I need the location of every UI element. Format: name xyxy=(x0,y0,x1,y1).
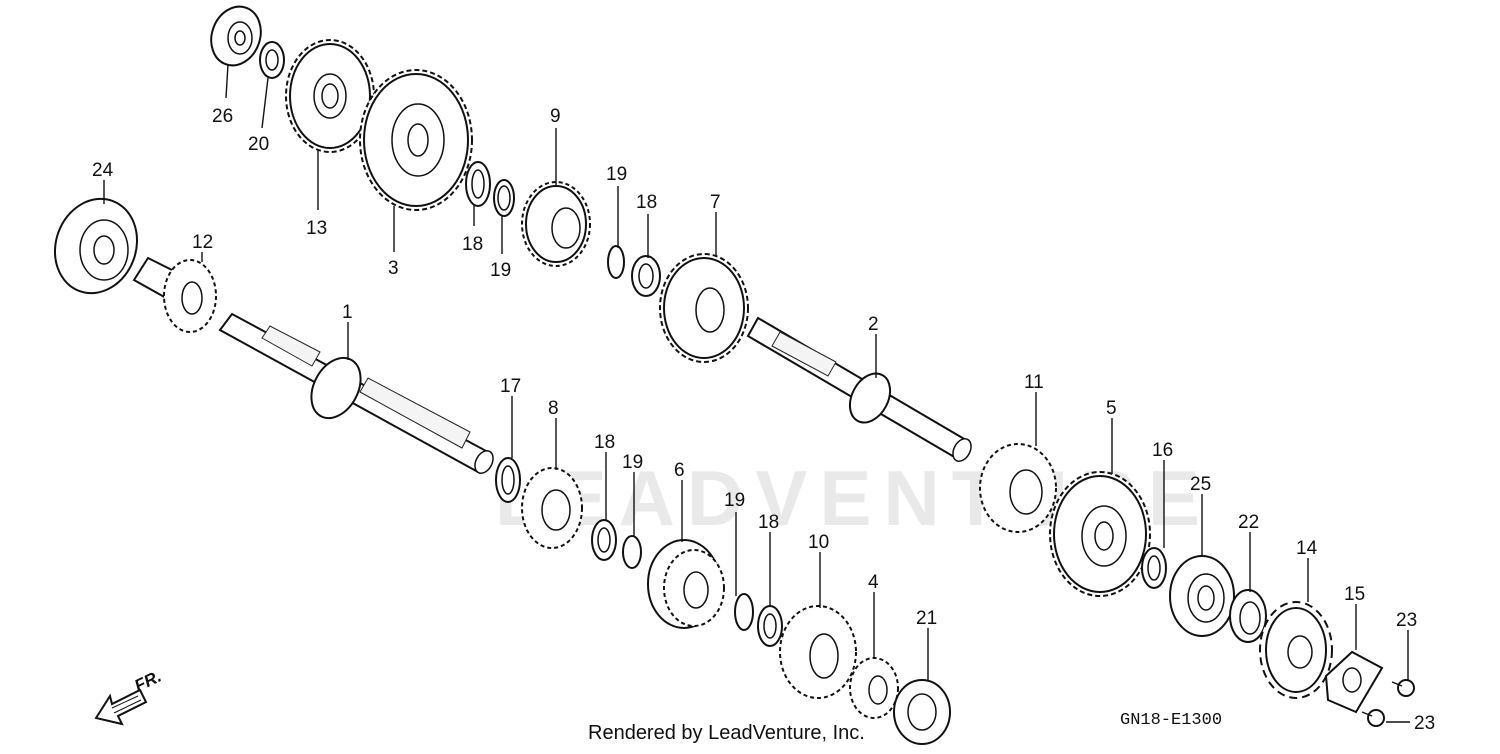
mainshaft-part-1[interactable] xyxy=(218,312,497,476)
washer-part-20[interactable] xyxy=(259,41,285,79)
callout-19: 19 xyxy=(606,164,627,185)
callout-4: 4 xyxy=(868,572,879,593)
callout-14: 14 xyxy=(1296,538,1318,559)
callout-15: 15 xyxy=(1344,584,1365,605)
gear-part-8[interactable] xyxy=(521,467,583,549)
callout-24: 24 xyxy=(92,160,114,181)
washer-part-16[interactable] xyxy=(1141,547,1167,589)
bearing-part-25[interactable] xyxy=(1169,555,1235,637)
washer-part-18-mid[interactable] xyxy=(631,255,661,297)
gear-part-11[interactable] xyxy=(979,443,1057,533)
callout-13: 13 xyxy=(306,218,327,239)
gear-part-12[interactable] xyxy=(132,256,217,333)
callout-labels: 26 20 13 3 9 19 18 18 19 7 24 12 1 2 17 … xyxy=(92,106,1435,734)
callout-21: 21 xyxy=(916,608,937,629)
bearing-part-24[interactable] xyxy=(42,187,150,305)
bearing-part-26[interactable] xyxy=(203,0,269,72)
callout-9: 9 xyxy=(550,106,561,127)
callout-12: 12 xyxy=(192,232,213,253)
callout-18: 18 xyxy=(636,192,657,213)
callout-23: 23 xyxy=(1414,713,1435,734)
callout-25: 25 xyxy=(1190,474,1211,495)
bearing-part-21[interactable] xyxy=(893,679,951,745)
oil-seal-part-22[interactable] xyxy=(1229,589,1267,643)
callout-6: 6 xyxy=(674,460,685,481)
callout-8: 8 xyxy=(548,398,559,419)
circlip-part-19-lower[interactable] xyxy=(622,535,642,569)
diagram-code: GN18-E1300 xyxy=(1120,711,1222,730)
sprocket-part-14[interactable] xyxy=(1259,601,1333,699)
callout-10: 10 xyxy=(808,532,829,553)
gear-part-3[interactable] xyxy=(359,69,473,211)
callout-19: 19 xyxy=(490,260,511,281)
callout-18: 18 xyxy=(462,234,483,255)
callout-18: 18 xyxy=(594,432,615,453)
leader-lines xyxy=(103,63,1410,723)
callout-3: 3 xyxy=(388,258,399,279)
gear-part-13[interactable] xyxy=(285,39,375,153)
washer-part-17[interactable] xyxy=(495,457,521,503)
callout-23: 23 xyxy=(1396,610,1417,631)
countershaft-part-2[interactable] xyxy=(746,316,975,464)
gear-part-5[interactable] xyxy=(1049,471,1151,597)
gear-part-7[interactable] xyxy=(659,253,749,363)
washer-part-18-bottom[interactable] xyxy=(757,605,783,647)
circlip-part-19-mid[interactable] xyxy=(607,245,625,279)
callout-2: 2 xyxy=(868,314,879,335)
callout-16: 16 xyxy=(1152,440,1173,461)
callout-11: 11 xyxy=(1024,372,1044,393)
washer-part-18-upper[interactable] xyxy=(465,161,491,207)
callout-7: 7 xyxy=(710,192,721,213)
callout-18: 18 xyxy=(758,512,779,533)
gear-part-6[interactable] xyxy=(647,539,725,629)
callout-20: 20 xyxy=(248,134,269,155)
washer-part-18-lower[interactable] xyxy=(591,519,617,561)
gear-part-10[interactable] xyxy=(779,605,857,699)
fixing-plate-part-15[interactable] xyxy=(1324,650,1384,714)
circlip-part-19-upper[interactable] xyxy=(493,179,515,217)
callout-1: 1 xyxy=(342,302,353,323)
gear-part-4[interactable] xyxy=(849,657,899,719)
callout-19: 19 xyxy=(724,490,745,511)
callout-22: 22 xyxy=(1238,512,1259,533)
callout-5: 5 xyxy=(1106,398,1117,419)
callout-17: 17 xyxy=(500,376,521,397)
circlip-part-19-bottom[interactable] xyxy=(734,593,754,631)
gear-part-9[interactable] xyxy=(521,181,591,267)
callout-19: 19 xyxy=(622,452,643,473)
footer-text: Rendered by LeadVenture, Inc. xyxy=(588,722,865,744)
bolt-part-23-upper[interactable] xyxy=(1391,679,1415,697)
front-direction-indicator: FR. xyxy=(94,667,164,726)
bolt-part-23-lower[interactable] xyxy=(1361,709,1385,727)
callout-26: 26 xyxy=(212,106,233,127)
